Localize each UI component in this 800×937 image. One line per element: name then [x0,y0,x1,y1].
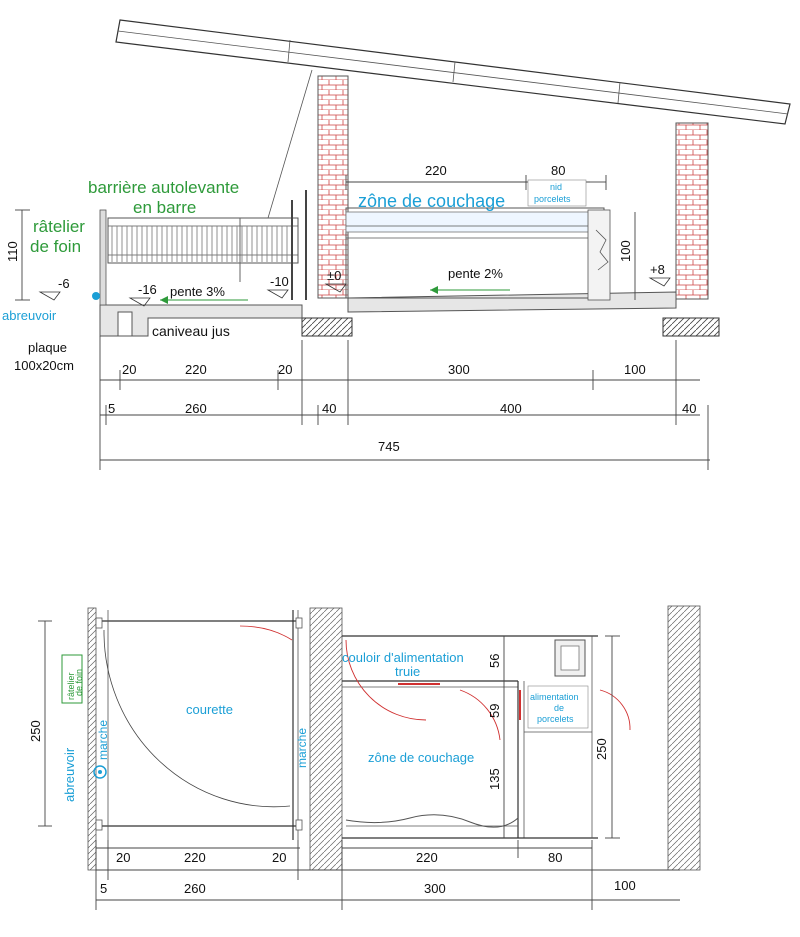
right-pillar [675,122,709,300]
dim-top-220: 220 [425,163,447,178]
plan-step-right-label: marche [295,728,309,768]
piglet-feeding-label-line1: alimentation [530,692,579,702]
left-wall [99,209,107,306]
plan-hay-rack-label-line2: de foin [74,669,84,696]
dim-row2-40b: 40 [682,401,696,416]
plan-dimension-lines [38,620,680,910]
plan-dim-56: 56 [487,654,502,668]
plan-dim-row1-80: 80 [548,850,562,865]
level-minus16: -16 [138,282,157,297]
plan-view: râtelier de foin marche courette marche … [28,605,701,910]
slope-right-label: pente 2% [448,266,503,281]
dim-height-110: 110 [5,241,20,262]
hay-rack-label-line2: de foin [30,237,81,256]
level-zero: ±0 [327,268,341,283]
hay-rack-label-line1: râtelier [33,217,85,236]
piglet-nest-label-line2: porcelets [534,194,571,204]
plan-dim-row1-20a: 20 [116,850,130,865]
section-dimension-lines [15,175,710,470]
dim-top-80: 80 [551,163,565,178]
plan-dim-250-right: 250 [594,738,609,760]
dim-row2-40a: 40 [322,401,336,416]
dim-row1-20b: 20 [278,362,292,377]
barrier-label-line2: en barre [133,198,196,217]
slope-left-label: pente 3% [170,284,225,299]
corridor-door-swing [345,639,427,721]
plan-dim-135: 135 [487,768,502,790]
plan-step-left-label: marche [96,720,110,760]
piglet-feeding-label-line3: porcelets [537,714,574,724]
level-minus6: -6 [58,276,70,291]
barrier-bars [111,226,293,262]
barrier-label-line1: barrière autolevante [88,178,239,197]
plan-dim-row2-100: 100 [614,878,636,893]
dim-row1-20a: 20 [122,362,136,377]
sow-corridor-label-line1: couloir d'alimentation [342,650,464,665]
dim-row2-260: 260 [185,401,207,416]
plan-waterer-label: abreuvoir [62,747,77,802]
plan-dim-59: 59 [487,704,502,718]
dim-row1-100: 100 [624,362,646,377]
juice-gutter-label: caniveau jus [152,323,230,339]
plan-left-wall [87,607,97,871]
left-footing [301,317,353,337]
plan-dim-row2-260: 260 [184,881,206,896]
dim-total-745: 745 [378,439,400,454]
sow-corridor-label-line2: truie [395,664,420,679]
gutter-channel [117,311,133,337]
plate-label-line1: plaque [28,340,67,355]
plan-right-wall [667,605,701,871]
sleeping-area-structure [345,207,611,301]
plan-dim-250-left: 250 [28,720,43,742]
sleeping-zone-label: zône de couchage [358,191,505,211]
plan-dim-row2-300: 300 [424,881,446,896]
right-footing [662,317,720,337]
piglet-nest-label-line1: nid [550,182,562,192]
dim-row1-300: 300 [448,362,470,377]
plan-dim-row1-220a: 220 [184,850,206,865]
plan-waterer-icon [93,765,107,779]
sleeping-floor-slab [347,291,677,313]
waterer-label: abreuvoir [2,308,57,323]
left-pillar [317,75,349,299]
plan-middle-wall [309,607,343,871]
yard-door-swing [103,629,291,808]
dim-row2-400: 400 [500,401,522,416]
sleeping-wave-wall [345,814,519,828]
plate-label-line2: 100x20cm [14,358,74,373]
waterer-icon [92,292,100,300]
dim-row1-220: 220 [185,362,207,377]
plan-dim-row1-220b: 220 [416,850,438,865]
plan-dim-row2-5: 5 [100,881,107,896]
barrier [107,217,299,264]
section-view: barrière autolevante en barre râtelier d… [2,19,791,470]
dim-height-100: 100 [618,240,633,262]
dim-row2-5: 5 [108,401,115,416]
plan-sleeping-zone-label: zône de couchage [368,750,474,765]
roof [115,19,791,125]
level-minus10: -10 [270,274,289,289]
plan-hay-rack-label-line1: râtelier [66,672,76,700]
piglet-feeding-label-line2: de [554,703,564,713]
plan-hay-rack [61,654,83,704]
plan-dim-row1-20b: 20 [272,850,286,865]
plan-yard-label: courette [186,702,233,717]
level-markers [38,277,671,307]
level-plus8: +8 [650,262,665,277]
